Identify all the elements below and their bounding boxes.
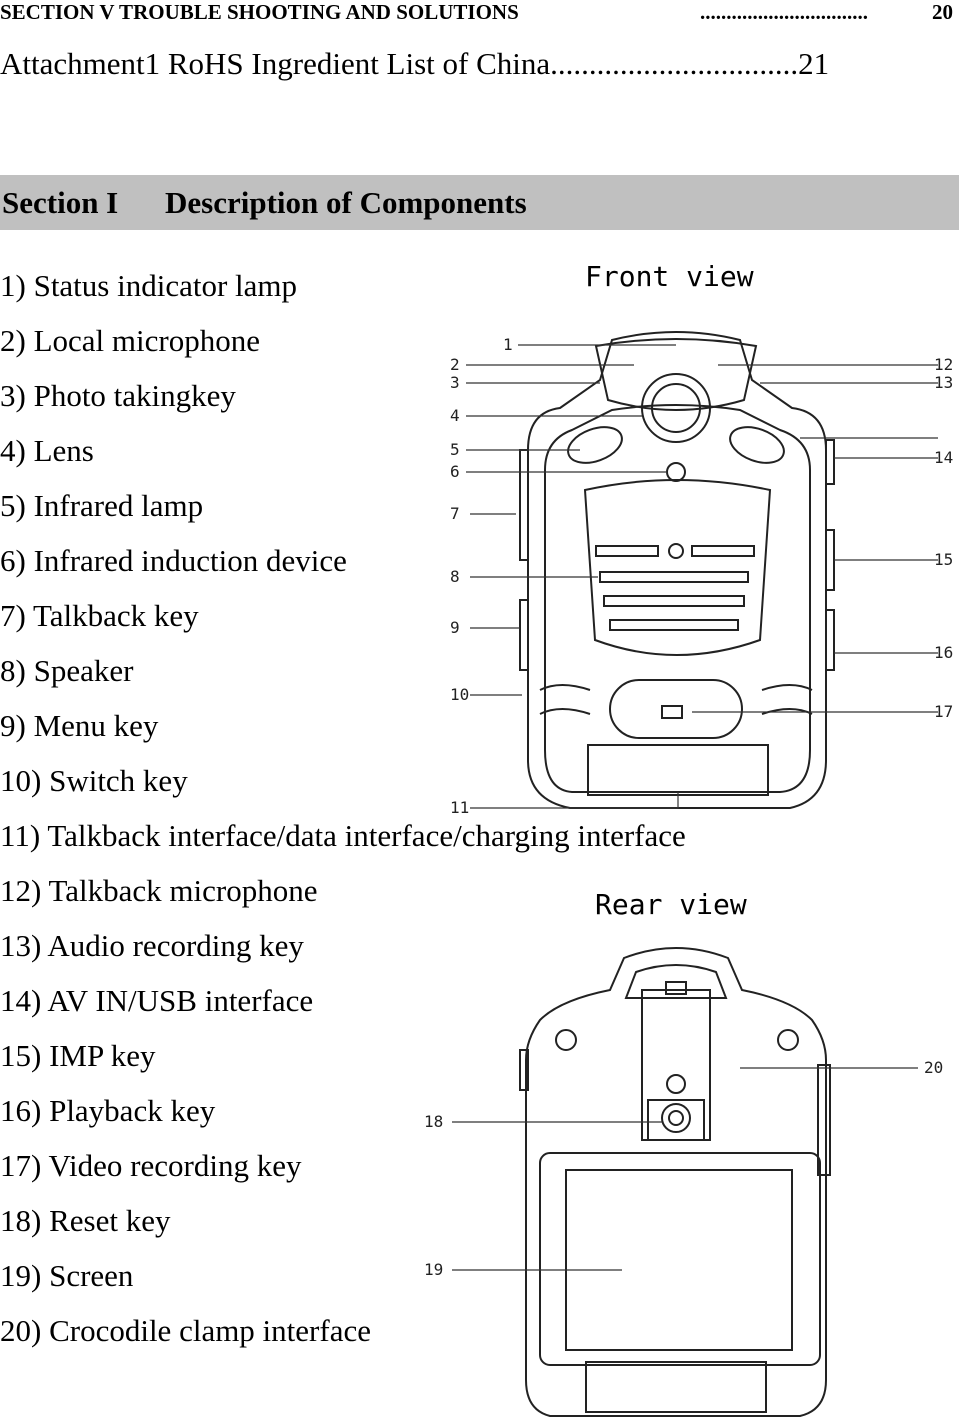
callout-20: 20 — [924, 1058, 943, 1077]
front-leader-lines — [466, 344, 938, 809]
section-heading-bar: Section I Description of Components — [0, 175, 959, 230]
list-item: 16) Playback key — [0, 1093, 216, 1128]
list-item: 14) AV IN/USB interface — [0, 983, 314, 1018]
list-item: 1) Status indicator lamp — [0, 268, 298, 303]
camera-front-body — [519, 331, 835, 809]
callout-3: 3 — [450, 373, 460, 392]
list-item: 11) Talkback interface/data interface/ch… — [0, 818, 686, 853]
list-item: 12) Talkback microphone — [0, 873, 318, 908]
toc-entry-title: SECTION V TROUBLE SHOOTING AND SOLUTIONS — [0, 0, 519, 24]
callout-18: 18 — [424, 1112, 443, 1131]
toc-leader-dots: ................................ — [700, 0, 868, 24]
rear-leader-lines — [452, 1067, 918, 1271]
list-item: 18) Reset key — [0, 1203, 171, 1238]
rear-callout-numbers: 18 19 20 — [424, 1058, 943, 1279]
list-item: 2) Local microphone — [0, 323, 260, 358]
callout-4: 4 — [450, 406, 460, 425]
callout-19: 19 — [424, 1260, 443, 1279]
callout-15: 15 — [934, 550, 953, 569]
list-item: 13) Audio recording key — [0, 928, 304, 963]
callout-12: 12 — [934, 355, 953, 374]
list-item: 10) Switch key — [0, 763, 188, 798]
list-item: 8) Speaker — [0, 653, 134, 688]
callout-1: 1 — [503, 335, 513, 354]
callout-14: 14 — [934, 448, 953, 467]
callout-5: 5 — [450, 440, 460, 459]
list-item: 5) Infrared lamp — [0, 488, 204, 523]
list-item: 4) Lens — [0, 433, 94, 468]
callout-6: 6 — [450, 462, 460, 481]
section-title: Description of Components — [165, 185, 527, 220]
list-item: 17) Video recording key — [0, 1148, 302, 1183]
callout-9: 9 — [450, 618, 460, 637]
callout-16: 16 — [934, 643, 953, 662]
callout-7: 7 — [450, 504, 460, 523]
section-number: Section I — [2, 185, 119, 220]
list-item: 9) Menu key — [0, 708, 159, 743]
toc-page-number: 20 — [932, 0, 953, 24]
callout-8: 8 — [450, 567, 460, 586]
callout-13: 13 — [934, 373, 953, 392]
toc-line-attachment: Attachment1 RoHS Ingredient List of Chin… — [0, 46, 830, 81]
list-item: 19) Screen — [0, 1258, 134, 1293]
list-item: 7) Talkback key — [0, 598, 199, 633]
callout-2: 2 — [450, 355, 460, 374]
list-item: 20) Crocodile clamp interface — [0, 1313, 371, 1348]
front-view-title: Front view — [585, 260, 754, 293]
callout-17: 17 — [934, 702, 953, 721]
front-callout-numbers: 1 2 3 4 5 6 7 8 9 10 11 12 13 14 15 16 1… — [450, 335, 953, 817]
toc-line-section-v: SECTION V TROUBLE SHOOTING AND SOLUTIONS… — [0, 0, 959, 24]
callout-11: 11 — [450, 798, 469, 817]
rear-view-title: Rear view — [595, 888, 747, 921]
list-item: 3) Photo takingkey — [0, 378, 236, 413]
list-item: 15) IMP key — [0, 1038, 156, 1073]
callout-10: 10 — [450, 685, 469, 704]
camera-rear-body — [519, 947, 831, 1417]
list-item: 6) Infrared induction device — [0, 543, 347, 578]
